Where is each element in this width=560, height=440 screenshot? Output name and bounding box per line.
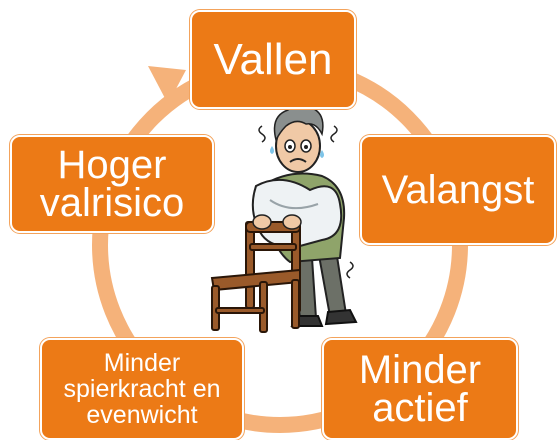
step-minder-actief: Minder actief bbox=[322, 338, 518, 440]
step-vallen: Vallen bbox=[190, 10, 356, 109]
step-hoger-valrisico-label: Hoger valrisico bbox=[39, 143, 185, 225]
step-minder-spierkracht: Minder spierkracht en evenwicht bbox=[40, 338, 244, 440]
frightened-elderly-man-with-chair-icon bbox=[210, 103, 358, 333]
step-hoger-valrisico: Hoger valrisico bbox=[10, 135, 214, 233]
step-minder-spierkracht-label: Minder spierkracht en evenwicht bbox=[63, 348, 221, 430]
step-valangst: Valangst bbox=[360, 135, 556, 245]
step-minder-actief-label: Minder actief bbox=[358, 348, 482, 430]
cycle-arrow-head bbox=[148, 66, 186, 104]
step-valangst-label: Valangst bbox=[381, 168, 535, 212]
step-vallen-label: Vallen bbox=[213, 34, 333, 84]
